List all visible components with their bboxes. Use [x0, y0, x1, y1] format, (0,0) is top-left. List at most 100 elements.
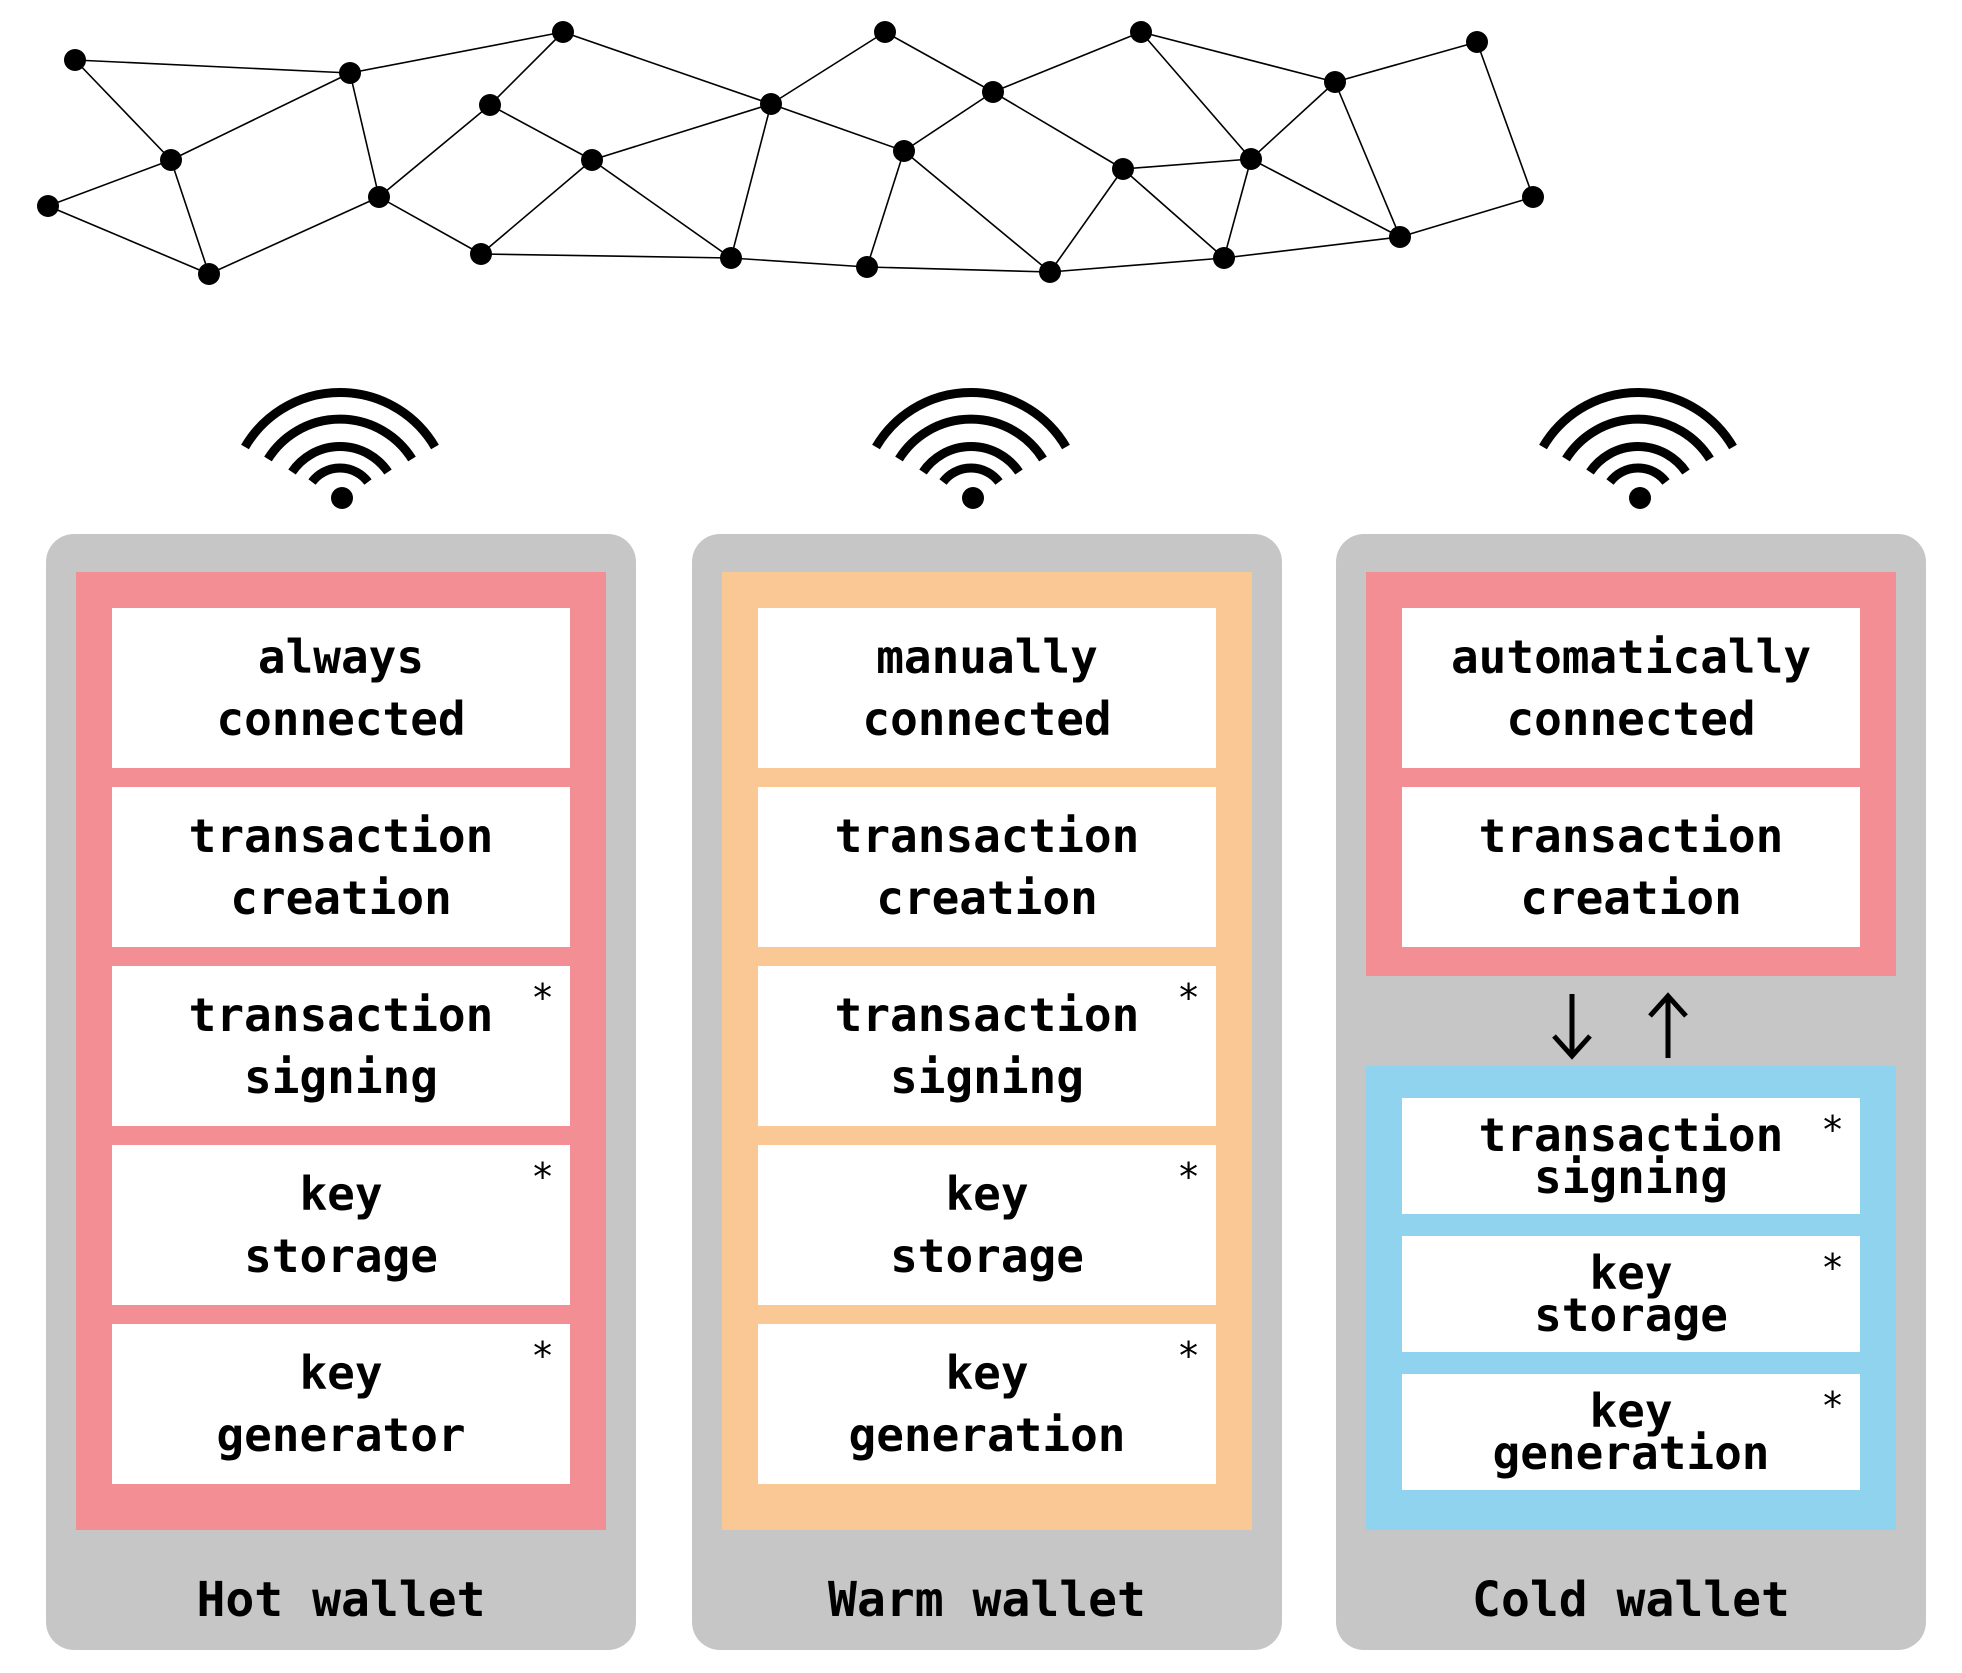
network-node: [1389, 226, 1411, 248]
card-automatically-connected: automatically connected: [1402, 608, 1860, 768]
network-edge: [1250, 81, 1336, 160]
card-manually-connected: manually connected: [758, 608, 1216, 768]
card-label: transaction creation: [834, 809, 1140, 925]
card-label: transaction creation: [188, 809, 494, 925]
card-transaction-creation: transaction creation: [1402, 787, 1860, 947]
network-edge: [884, 31, 994, 93]
hot-zone: always connected transaction creation tr…: [76, 572, 606, 1530]
network-edge: [1250, 158, 1401, 238]
warm-wallet-panel: manually connected transaction creation …: [692, 534, 1282, 1650]
network-edge: [1122, 158, 1252, 170]
network-node: [874, 21, 896, 43]
network-node: [368, 186, 390, 208]
offline-capable-marker: *: [1821, 1108, 1844, 1152]
network-node: [1213, 247, 1235, 269]
network-edge: [489, 104, 593, 161]
wallet-title: Warm wallet: [828, 1572, 1146, 1628]
network-edge: [480, 253, 732, 259]
card-label: key storage: [890, 1167, 1084, 1283]
card-label: key generation: [848, 1346, 1126, 1462]
network-edge: [730, 103, 772, 259]
network-edge: [1049, 168, 1124, 273]
network-node: [1112, 158, 1134, 180]
network-edge: [1476, 41, 1534, 198]
card-label: always connected: [216, 630, 466, 746]
network-node: [982, 81, 1004, 103]
network-node: [1039, 261, 1061, 283]
network-edge: [1223, 158, 1252, 259]
network-node: [760, 93, 782, 115]
network-edge: [1334, 41, 1478, 83]
card-label: key storage: [1534, 1246, 1728, 1342]
cold-offline-zone: transaction signing * key storage * key …: [1366, 1066, 1896, 1530]
network-node: [856, 256, 878, 278]
network-edge: [47, 159, 172, 207]
card-key-generation: key generation *: [1402, 1374, 1860, 1490]
network-edge: [992, 91, 1124, 170]
card-transaction-creation: transaction creation: [758, 787, 1216, 947]
card-label: manually connected: [862, 630, 1112, 746]
network-edge: [562, 31, 772, 105]
network-edge: [591, 103, 772, 161]
card-label: key generator: [216, 1346, 466, 1462]
wallet-title: Cold wallet: [1472, 1572, 1790, 1628]
wifi-icon: [1539, 388, 1737, 509]
network-node: [1466, 31, 1488, 53]
card-key-generator: key generator *: [112, 1324, 570, 1484]
network-edge: [770, 31, 886, 105]
network-edge: [74, 59, 172, 161]
network-node: [479, 94, 501, 116]
warm-zone: manually connected transaction creation …: [722, 572, 1252, 1530]
card-key-generation: key generation *: [758, 1324, 1216, 1484]
network-edge: [208, 196, 380, 275]
network-edge: [47, 205, 210, 275]
offline-capable-marker: *: [1821, 1384, 1844, 1428]
network-edge: [1334, 81, 1401, 238]
network-edge: [170, 72, 351, 161]
cold-wallet-panel: automatically connected transaction crea…: [1336, 534, 1926, 1650]
card-always-connected: always connected: [112, 608, 570, 768]
card-label: key generation: [1492, 1384, 1770, 1480]
card-label: transaction signing: [188, 988, 494, 1104]
offline-capable-marker: *: [531, 976, 554, 1020]
network-node: [1522, 186, 1544, 208]
network-node: [37, 195, 59, 217]
card-transaction-signing: transaction signing *: [112, 966, 570, 1126]
wallet-title: Hot wallet: [196, 1572, 486, 1628]
network-node: [339, 62, 361, 84]
card-key-storage: key storage *: [758, 1145, 1216, 1305]
network-edge: [992, 31, 1142, 93]
network-edge: [170, 159, 210, 275]
network-node: [1324, 71, 1346, 93]
network-edge: [1399, 196, 1534, 238]
network-edge: [1122, 168, 1225, 259]
network-edge: [349, 31, 564, 74]
network-edge: [1223, 236, 1401, 259]
network-node: [552, 21, 574, 43]
card-transaction-signing: transaction signing *: [758, 966, 1216, 1126]
network-edge: [1049, 257, 1225, 273]
network-edge: [1140, 31, 1336, 83]
offline-capable-marker: *: [1177, 1155, 1200, 1199]
network-node: [198, 263, 220, 285]
network-node: [893, 140, 915, 162]
card-label: key storage: [244, 1167, 438, 1283]
network-node: [64, 49, 86, 71]
network-node: [720, 247, 742, 269]
network-edge: [489, 31, 564, 106]
wifi-icon: [872, 388, 1070, 509]
card-label: transaction signing: [834, 988, 1140, 1104]
card-transaction-signing: transaction signing *: [1402, 1098, 1860, 1214]
arrow-up-icon: [1648, 992, 1688, 1058]
card-label: transaction creation: [1478, 809, 1784, 925]
card-key-storage: key storage *: [1402, 1236, 1860, 1352]
network-edge: [730, 257, 868, 268]
network-edge: [903, 150, 1051, 273]
cold-online-zone: automatically connected transaction crea…: [1366, 572, 1896, 976]
network-edge: [480, 159, 593, 255]
card-label: transaction signing: [1478, 1108, 1784, 1204]
network-edge: [378, 104, 491, 198]
network-edge: [349, 72, 380, 198]
offline-capable-marker: *: [531, 1155, 554, 1199]
network-node: [1240, 148, 1262, 170]
